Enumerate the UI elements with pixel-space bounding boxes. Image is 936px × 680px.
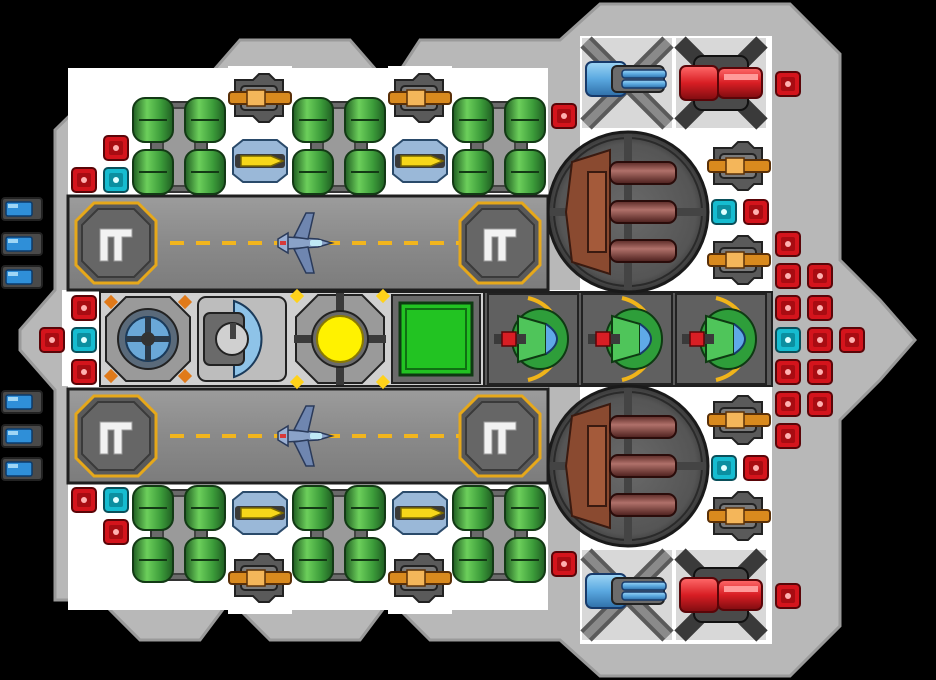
- drone-bay-module[interactable]: [674, 292, 768, 386]
- heavy-cannon-turret[interactable]: [546, 130, 710, 294]
- missile-launcher[interactable]: [232, 491, 288, 535]
- missile-launcher[interactable]: [232, 139, 288, 183]
- sensor-dome-module[interactable]: [197, 296, 287, 382]
- orange-gun-turret[interactable]: [228, 553, 292, 603]
- drone-bay-module[interactable]: [580, 292, 674, 386]
- engine-thruster[interactable]: [1, 424, 43, 448]
- missile-launcher[interactable]: [392, 491, 448, 535]
- missile-launcher[interactable]: [392, 139, 448, 183]
- shield-generator-module[interactable]: [103, 294, 193, 384]
- landing-pad[interactable]: [74, 201, 158, 285]
- engine-thruster[interactable]: [1, 457, 43, 481]
- red-laser-turret[interactable]: [676, 550, 766, 640]
- orange-gun-turret[interactable]: [388, 73, 452, 123]
- engine-thruster[interactable]: [1, 232, 43, 256]
- drone-bay-module[interactable]: [486, 292, 580, 386]
- orange-gun-turret[interactable]: [388, 553, 452, 603]
- blue-laser-turret[interactable]: [582, 550, 672, 640]
- core-module-row: [99, 288, 485, 390]
- engine-thruster[interactable]: [1, 265, 43, 289]
- landing-pad[interactable]: [458, 394, 542, 478]
- orange-gun-turret[interactable]: [707, 235, 771, 285]
- engine-thruster[interactable]: [1, 197, 43, 221]
- reactor-core-module[interactable]: [289, 288, 391, 390]
- blue-laser-turret[interactable]: [582, 38, 672, 128]
- orange-gun-turret[interactable]: [707, 491, 771, 541]
- upper-hangar-bay: [66, 194, 550, 292]
- orange-gun-turret[interactable]: [707, 141, 771, 191]
- control-screen-module[interactable]: [391, 294, 481, 384]
- orange-gun-turret[interactable]: [707, 395, 771, 445]
- landing-pad[interactable]: [458, 201, 542, 285]
- heavy-cannon-turret[interactable]: [546, 384, 710, 548]
- orange-gun-turret[interactable]: [228, 73, 292, 123]
- lower-hangar-bay: [66, 387, 550, 485]
- landing-pad[interactable]: [74, 394, 158, 478]
- red-laser-turret[interactable]: [676, 38, 766, 128]
- engine-thruster[interactable]: [1, 390, 43, 414]
